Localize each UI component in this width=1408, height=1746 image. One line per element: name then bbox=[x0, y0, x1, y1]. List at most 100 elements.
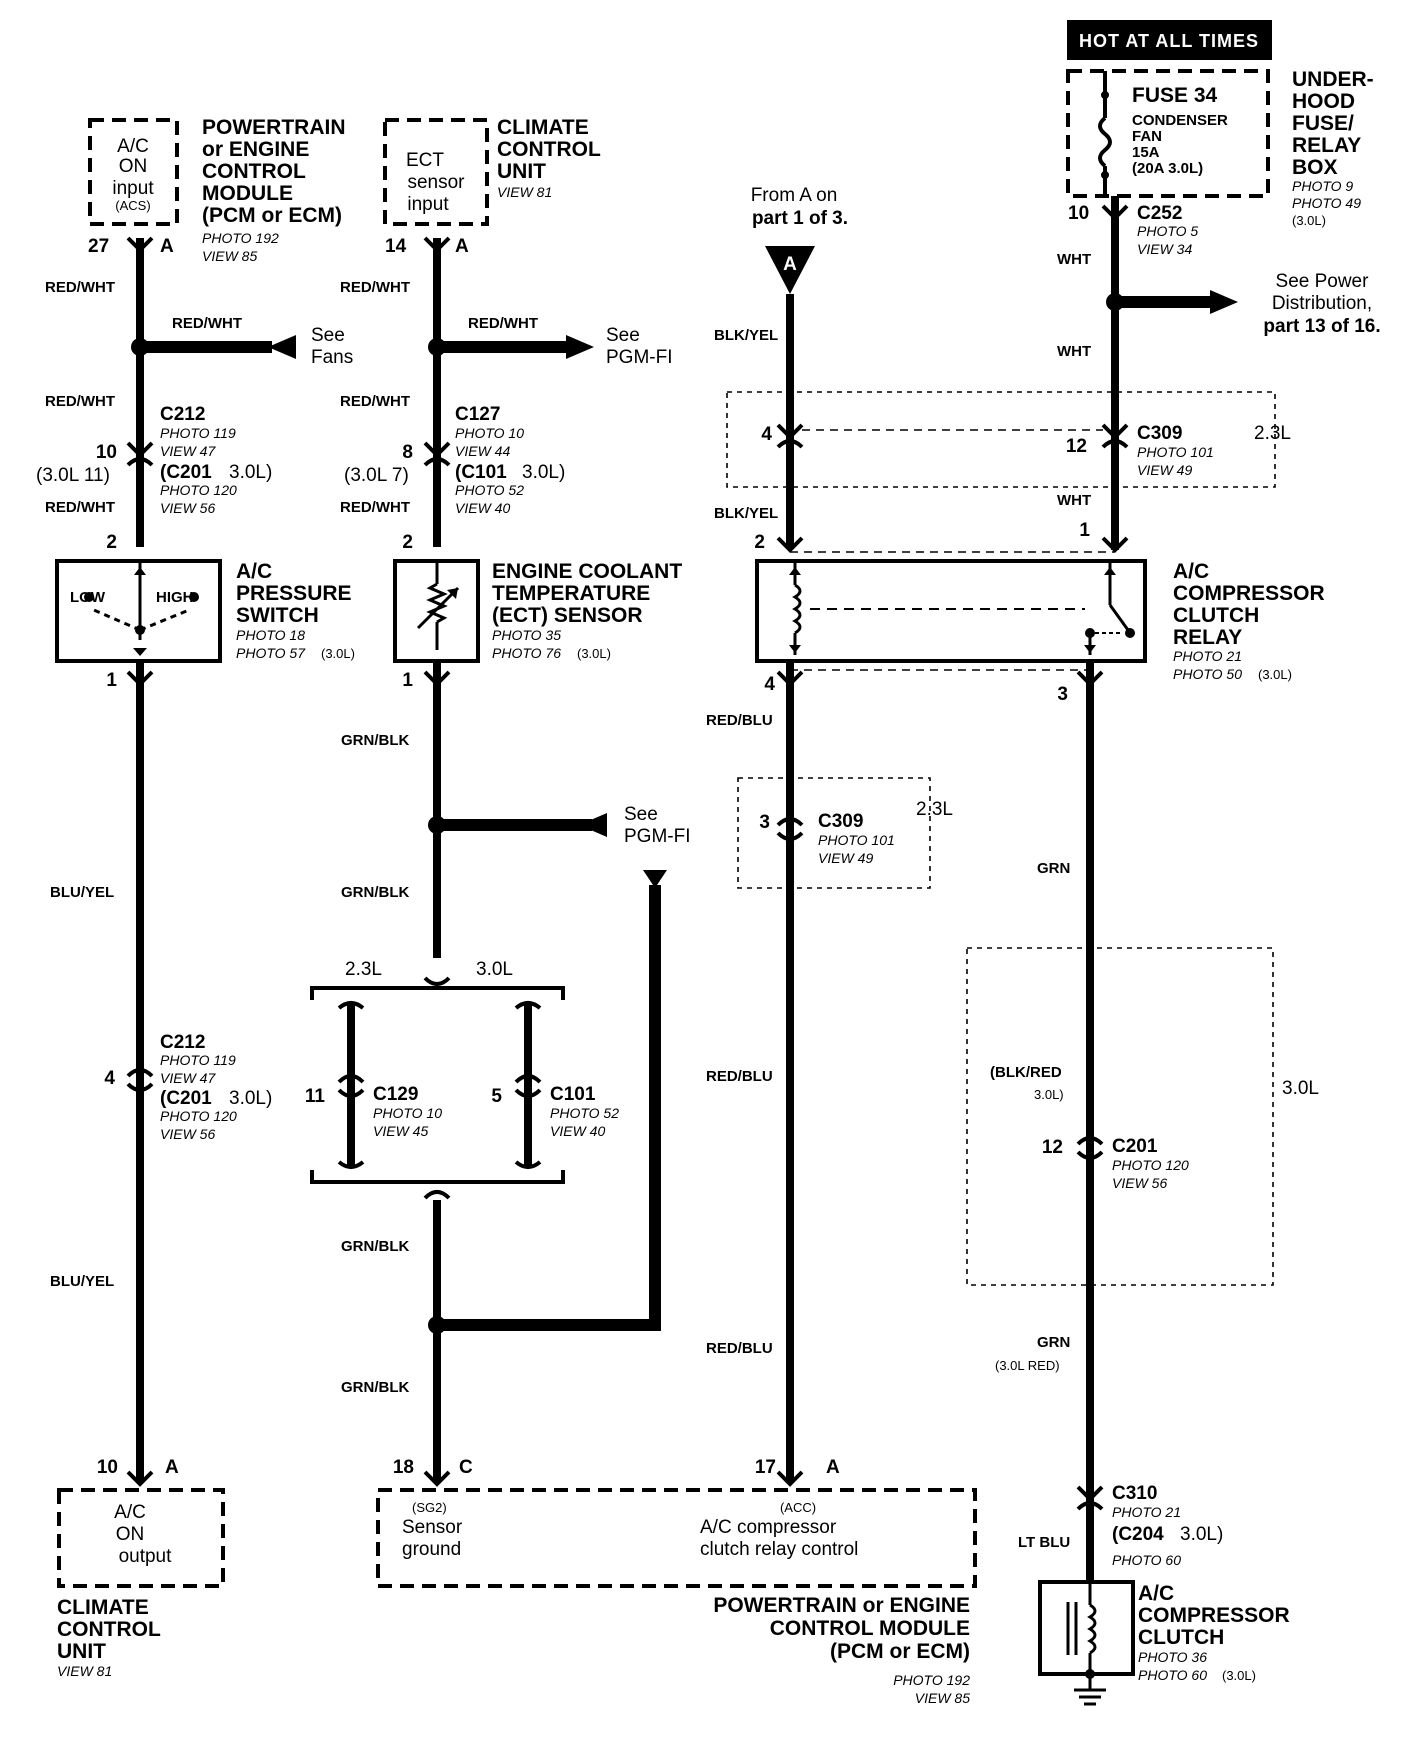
pcm-top-terminal bbox=[126, 236, 154, 253]
wire-label-wht-2: WHT bbox=[1057, 343, 1091, 360]
c252-name: C252 bbox=[1137, 203, 1182, 224]
fuse-line1: CONDENSER bbox=[1132, 112, 1228, 129]
ccu-top-conn: A bbox=[455, 236, 469, 257]
arrow-pgm-fi-1 bbox=[566, 335, 594, 359]
wire-label-red-blu-2: RED/BLU bbox=[706, 1068, 773, 1085]
ccu-bottom-terminal bbox=[126, 1470, 154, 1487]
c127-photo: PHOTO 10 bbox=[455, 425, 524, 441]
relay-pin3: 3 bbox=[1057, 684, 1068, 705]
wire-label-wht-1: WHT bbox=[1057, 251, 1091, 268]
pcm-bottom-pin17: 17 bbox=[755, 1457, 776, 1478]
wire-label-grn-blk-2: GRN/BLK bbox=[341, 884, 409, 901]
ccu-output-line1: A/C bbox=[114, 1502, 146, 1523]
svg-text:HOOD: HOOD bbox=[1292, 90, 1355, 113]
wire-label-pgm: RED/WHT bbox=[468, 315, 538, 332]
c310-connector bbox=[1076, 1485, 1104, 1511]
arrow-pgm-fi-2 bbox=[579, 813, 607, 837]
wire-label-blu-yel-1: BLU/YEL bbox=[50, 884, 114, 901]
split-label-2-3l: 2.3L bbox=[345, 959, 382, 980]
relay-pin4: 4 bbox=[764, 674, 775, 695]
c127-connector bbox=[423, 441, 451, 467]
ccu-top-title: CLIMATE CONTROL UNIT VIEW 81 bbox=[497, 116, 601, 200]
c309-mid-photo: PHOTO 101 bbox=[818, 832, 895, 848]
ac-compressor-clutch-relay bbox=[755, 559, 1147, 663]
svg-text:TEMPERATURE: TEMPERATURE bbox=[492, 582, 650, 605]
c201-engine: 3.0L bbox=[1282, 1078, 1319, 1099]
ccu-input-line1: ECT bbox=[406, 150, 444, 171]
c101-alt-top: (C101 bbox=[455, 462, 507, 483]
svg-text:CLUTCH: CLUTCH bbox=[1173, 604, 1259, 627]
see-pgm-2b: PGM-FI bbox=[624, 826, 691, 847]
svg-text:UNDER-: UNDER- bbox=[1292, 68, 1374, 91]
pcm-bottom-terminal-18 bbox=[423, 1470, 451, 1487]
c101-top-view: VIEW 40 bbox=[455, 500, 510, 516]
c201-bot-engine: 3.0L) bbox=[229, 1088, 272, 1109]
c309-top-engine: 2.3L bbox=[1254, 423, 1291, 444]
ccu-output-line2: ON bbox=[116, 1524, 145, 1545]
fuse-34 bbox=[1098, 71, 1112, 196]
relay-terminal-2 bbox=[776, 536, 804, 553]
wire-label-blk-red-1: (BLK/RED bbox=[990, 1064, 1062, 1081]
c129-pin: 11 bbox=[305, 1086, 326, 1107]
fuse-line3: 15A bbox=[1132, 144, 1160, 161]
see-fans-2: Fans bbox=[311, 347, 353, 368]
wire-label-grn-blk-4: GRN/BLK bbox=[341, 1379, 409, 1396]
svg-text:CONTROL MODULE: CONTROL MODULE bbox=[770, 1617, 970, 1640]
c309-mid-pin: 3 bbox=[759, 812, 770, 833]
wire-label-red-blu-1: RED/BLU bbox=[706, 712, 773, 729]
ccu-output-line3: output bbox=[119, 1546, 173, 1567]
c127-alt-pin: (3.0L 7) bbox=[344, 465, 409, 486]
svg-text:CLIMATE: CLIMATE bbox=[57, 1596, 149, 1619]
c212-top-connector bbox=[126, 441, 154, 467]
c101-photo: PHOTO 52 bbox=[550, 1105, 619, 1121]
c212-top-pin: 10 bbox=[96, 442, 117, 463]
wire-label-col2-b: RED/WHT bbox=[340, 393, 410, 410]
relay-switch-symbol bbox=[1084, 561, 1135, 655]
c309-2-3l-region bbox=[726, 391, 1276, 488]
c201-alt-col1-engine: 3.0L) bbox=[229, 462, 272, 483]
svg-text:RELAY: RELAY bbox=[1173, 626, 1242, 649]
from-a-label: From A on part 1 of 3. bbox=[751, 185, 848, 229]
c201-3-0l-region bbox=[966, 947, 1274, 1286]
ccu-bottom-title: CLIMATE CONTROL UNIT VIEW 81 bbox=[57, 1596, 161, 1679]
c212-bot-view: VIEW 47 bbox=[160, 1070, 216, 1086]
clutch-coil-symbol bbox=[1066, 1582, 1097, 1690]
svg-text:PRESSURE: PRESSURE bbox=[236, 582, 352, 605]
wire-label-wht-3: WHT bbox=[1057, 492, 1091, 509]
c201-col1-photo: PHOTO 120 bbox=[160, 482, 237, 498]
wire-label-grn-2: GRN bbox=[1037, 1334, 1070, 1351]
pcm-bottom-pin18: 18 bbox=[393, 1457, 414, 1478]
svg-text:COMPRESSOR: COMPRESSOR bbox=[1173, 582, 1325, 605]
pcm-acc-line1: A/C compressor bbox=[700, 1517, 837, 1538]
ccu-top-pin: 14 bbox=[385, 236, 407, 257]
svg-text:CONTROL: CONTROL bbox=[57, 1618, 161, 1641]
ccu-top-terminal bbox=[423, 236, 451, 253]
svg-text:Distribution,: Distribution, bbox=[1272, 293, 1372, 314]
c212-bot-connector bbox=[126, 1068, 154, 1092]
svg-text:PHOTO 57: PHOTO 57 bbox=[236, 645, 306, 661]
svg-text:POWERTRAIN: POWERTRAIN bbox=[202, 116, 346, 139]
ccu-ac-on-output-box bbox=[57, 1488, 225, 1588]
svg-text:HOT AT ALL TIMES: HOT AT ALL TIMES bbox=[1079, 31, 1259, 51]
ground-icon bbox=[1074, 1688, 1106, 1706]
svg-text:PHOTO 18: PHOTO 18 bbox=[236, 627, 305, 643]
c212-top-photo: PHOTO 119 bbox=[160, 425, 236, 441]
wire-label-lt-blu: LT BLU bbox=[1018, 1534, 1070, 1551]
pcm-bottom-box bbox=[376, 1488, 977, 1588]
pressure-switch-title: A/C PRESSURE SWITCH PHOTO 18 PHOTO 57 (3… bbox=[236, 560, 355, 661]
svg-text:(3.0L): (3.0L) bbox=[1292, 213, 1326, 228]
wire-label-red-blu-3: RED/BLU bbox=[706, 1340, 773, 1357]
wire-label-blu-yel-2: BLU/YEL bbox=[50, 1273, 114, 1290]
pcm-top-conn: A bbox=[160, 236, 174, 257]
pcm-input-line1: A/C bbox=[117, 136, 149, 157]
svg-text:CONTROL: CONTROL bbox=[497, 138, 601, 161]
engine-split-bracket bbox=[310, 976, 565, 1200]
svg-text:VIEW 81: VIEW 81 bbox=[57, 1663, 112, 1679]
ccu-input-line2: sensor bbox=[407, 172, 465, 193]
svg-text:(PCM or ECM): (PCM or ECM) bbox=[202, 204, 342, 227]
svg-text:UNIT: UNIT bbox=[497, 160, 546, 183]
c309-mid-view: VIEW 49 bbox=[818, 850, 873, 866]
c252-connector bbox=[1101, 204, 1129, 221]
see-pgm-1b: PGM-FI bbox=[606, 347, 673, 368]
svg-text:part 1 of 3.: part 1 of 3. bbox=[752, 208, 848, 229]
